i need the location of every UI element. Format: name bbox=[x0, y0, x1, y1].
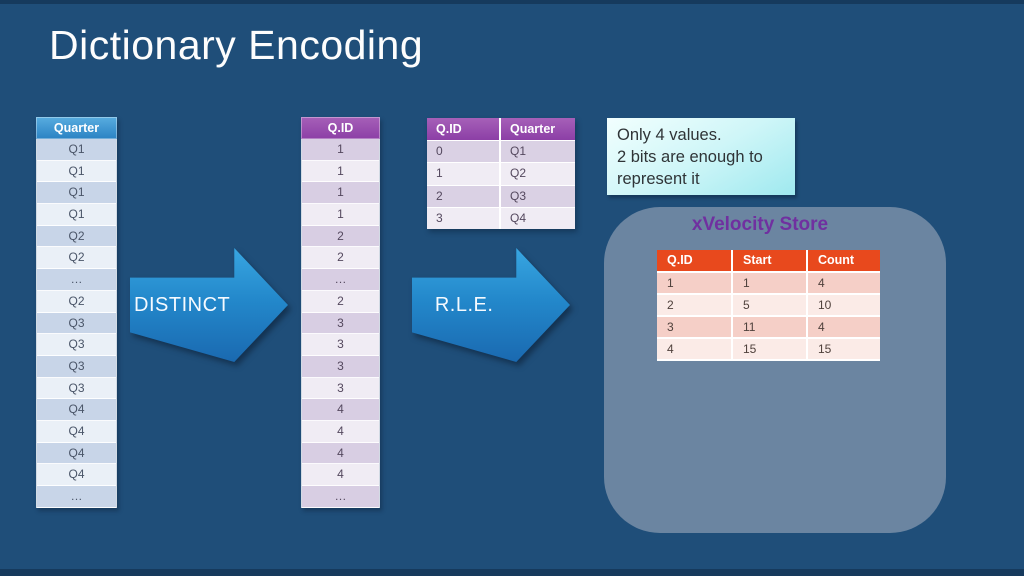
store-table-row: 3 11 4 bbox=[657, 315, 880, 337]
mapping-table-header-row: Q.ID Quarter bbox=[427, 118, 575, 140]
store-table-rows: 1 1 4 2 5 10 3 11 4 4 15 bbox=[657, 271, 880, 359]
qid-table-row: 4 bbox=[302, 399, 379, 421]
mapping-table-row: 2 Q3 bbox=[427, 184, 575, 207]
store-count-cell: 4 bbox=[818, 320, 825, 334]
quarter-table-row: Q4 bbox=[37, 399, 116, 421]
xvelocity-store-title: xVelocity Store bbox=[691, 214, 829, 235]
store-header-count: Count bbox=[818, 253, 855, 267]
store-count-cell: 15 bbox=[818, 342, 832, 356]
mapping-table-row: 0 Q1 bbox=[427, 140, 575, 163]
mapping-table-row: 1 Q2 bbox=[427, 162, 575, 185]
store-table-header-row: Q.ID Start Count bbox=[657, 250, 880, 271]
mapping-quarter-cell: Q2 bbox=[510, 166, 527, 181]
rle-arrow-label: R.L.E. bbox=[434, 293, 494, 316]
qid-table-row: … bbox=[302, 486, 379, 508]
quarter-table-row: Q1 bbox=[37, 160, 116, 183]
mapping-header-quarter: Quarter bbox=[510, 122, 556, 136]
qid-table-row: 2 bbox=[302, 247, 379, 270]
qid-table-header: Q.ID bbox=[301, 117, 380, 139]
qid-table-row: 2 bbox=[302, 225, 379, 248]
store-qid-cell: 2 bbox=[657, 295, 733, 315]
store-header-qid: Q.ID bbox=[657, 250, 733, 271]
store-table-row: 1 1 4 bbox=[657, 271, 880, 293]
qid-table-row: 1 bbox=[302, 182, 379, 205]
quarter-table-row: Q1 bbox=[37, 139, 116, 161]
mapping-quarter-cell: Q4 bbox=[510, 210, 527, 225]
store-count-cell: 4 bbox=[818, 276, 825, 290]
mapping-table-rows: 0 Q1 1 Q2 2 Q3 3 Q4 bbox=[427, 140, 575, 230]
qid-table-row: 3 bbox=[302, 334, 379, 356]
mapping-header-qid: Q.ID bbox=[427, 118, 501, 140]
store-qid-cell: 1 bbox=[657, 273, 733, 293]
slide-title: Dictionary Encoding bbox=[49, 22, 424, 68]
quarter-table-row: Q3 bbox=[37, 377, 116, 400]
qid-table-row: … bbox=[302, 269, 379, 291]
store-table-row: 4 15 15 bbox=[657, 337, 880, 359]
store-start-cell: 5 bbox=[733, 295, 808, 315]
note-line-2: 2 bits are enough to bbox=[617, 147, 763, 166]
store-header-start: Start bbox=[733, 250, 808, 271]
note-line-1: Only 4 values. bbox=[617, 126, 722, 144]
quarter-table-row: Q1 bbox=[37, 204, 116, 226]
qid-table-row: 4 bbox=[302, 420, 379, 443]
xvelocity-store-panel: xVelocity Store Q.ID Start Count 1 1 4 2… bbox=[604, 207, 946, 533]
qid-table-row: 4 bbox=[302, 442, 379, 465]
rle-arrow: R.L.E. bbox=[412, 248, 570, 362]
store-start-cell: 15 bbox=[733, 339, 808, 359]
store-qid-cell: 4 bbox=[657, 339, 733, 359]
quarter-table-row: Q3 bbox=[37, 355, 116, 378]
mapping-quarter-cell: Q3 bbox=[510, 188, 527, 203]
quarter-table-row: Q2 bbox=[37, 247, 116, 270]
quarter-table-row: … bbox=[37, 486, 116, 508]
mapping-quarter-cell: Q1 bbox=[510, 144, 527, 158]
qid-table-row: 4 bbox=[302, 464, 379, 486]
distinct-arrow-label: DISTINCT bbox=[134, 293, 231, 316]
quarter-table-row: Q2 bbox=[37, 225, 116, 248]
qid-table-row: 1 bbox=[302, 204, 379, 226]
mapping-table-row: 3 Q4 bbox=[427, 206, 575, 230]
distinct-arrow: DISTINCT bbox=[130, 248, 288, 362]
store-start-cell: 1 bbox=[733, 273, 808, 293]
quarter-table-row: Q4 bbox=[37, 442, 116, 465]
quarter-table-row: Q1 bbox=[37, 182, 116, 205]
right-arrow-shape: R.L.E. bbox=[412, 248, 570, 362]
dictionary-mapping-table: Q.ID Quarter 0 Q1 1 Q2 2 Q3 3 Q4 bbox=[427, 118, 575, 230]
quarter-table-header: Quarter bbox=[36, 117, 117, 139]
quarter-table-row: … bbox=[37, 269, 116, 291]
store-count-cell: 10 bbox=[818, 298, 832, 312]
mapping-qid-cell: 2 bbox=[427, 185, 501, 207]
qid-table-row: 3 bbox=[302, 312, 379, 335]
store-start-cell: 11 bbox=[733, 317, 808, 337]
mapping-qid-cell: 1 bbox=[427, 163, 501, 185]
note-callout: Only 4 values. 2 bits are enough to repr… bbox=[607, 118, 795, 195]
qid-table-row: 2 bbox=[302, 290, 379, 313]
qid-table-row: 1 bbox=[302, 139, 379, 161]
store-qid-cell: 3 bbox=[657, 317, 733, 337]
quarter-table-row: Q2 bbox=[37, 290, 116, 313]
qid-table-row: 3 bbox=[302, 377, 379, 400]
quarter-table-row: Q3 bbox=[37, 334, 116, 356]
mapping-qid-cell: 3 bbox=[427, 207, 501, 230]
rle-store-table: Q.ID Start Count 1 1 4 2 5 10 3 bbox=[657, 250, 880, 361]
qid-table-row: 3 bbox=[302, 355, 379, 378]
mapping-qid-cell: 0 bbox=[427, 141, 501, 163]
store-table-row: 2 5 10 bbox=[657, 293, 880, 315]
note-line-3: represent it bbox=[617, 169, 700, 188]
qid-table-row: 1 bbox=[302, 160, 379, 183]
right-arrow-shape: DISTINCT bbox=[130, 248, 288, 362]
quarter-table-row: Q4 bbox=[37, 464, 116, 486]
quarter-table-row: Q3 bbox=[37, 312, 116, 335]
quarter-table-row: Q4 bbox=[37, 420, 116, 443]
